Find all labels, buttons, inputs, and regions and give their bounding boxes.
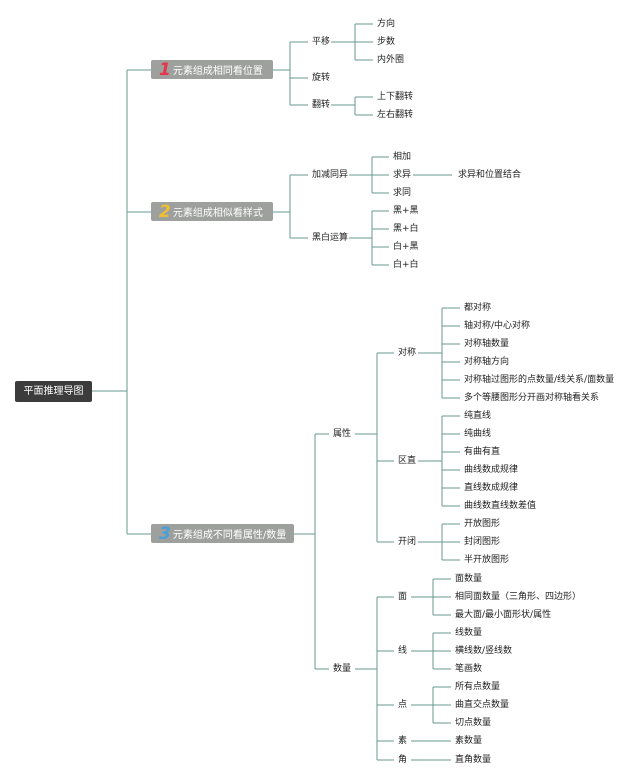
node-bushu[interactable]: 步数 <box>377 37 396 47</box>
branch-1-label: 元素组成相同看位置 <box>172 66 263 77</box>
node-xian-3[interactable]: 笔画数 <box>455 664 483 674</box>
root-node[interactable]: 平面推理导图 <box>15 381 92 402</box>
branch-2-number: 2 <box>159 202 171 222</box>
node-xian-1[interactable]: 线数量 <box>455 628 483 638</box>
node-quzhi-3[interactable]: 有曲有直 <box>464 447 501 457</box>
branch-3-label: 元素组成不同看属性/数量 <box>172 530 287 541</box>
node-duicheng-5[interactable]: 对称轴过图形的点数量/线关系/面数量 <box>464 375 615 385</box>
node-qiutong[interactable]: 求同 <box>393 188 412 198</box>
node-quzhi-2[interactable]: 纯曲线 <box>464 429 492 439</box>
node-kaibi-2[interactable]: 封闭图形 <box>464 537 501 547</box>
branch-3-number: 3 <box>159 524 171 544</box>
node-duicheng-4[interactable]: 对称轴方向 <box>464 357 510 367</box>
node-pingyi[interactable]: 平移 <box>312 37 331 47</box>
node-duicheng-1[interactable]: 都对称 <box>464 303 492 313</box>
node-quzhi-1[interactable]: 纯直线 <box>464 411 492 421</box>
node-xian-2[interactable]: 横线数/竖线数 <box>455 646 513 656</box>
node-quzhi-6[interactable]: 曲线数直线数差值 <box>464 501 537 511</box>
node-mian-1[interactable]: 面数量 <box>455 574 483 584</box>
node-fangxiang[interactable]: 方向 <box>377 19 396 29</box>
node-kaibi[interactable]: 开闭 <box>398 537 417 547</box>
node-quzhi[interactable]: 区直 <box>398 456 417 466</box>
node-duicheng[interactable]: 对称 <box>398 348 417 358</box>
node-qiuyi[interactable]: 求异 <box>393 170 412 180</box>
node-xuanzhuan[interactable]: 旋转 <box>312 73 331 83</box>
node-heibaiyunsuan[interactable]: 黑白运算 <box>312 233 349 243</box>
node-mian-2[interactable]: 相同面数量（三角形、四边形） <box>455 592 582 602</box>
node-duicheng-3[interactable]: 对称轴数量 <box>464 339 510 349</box>
node-jiao-1[interactable]: 直角数量 <box>455 755 492 765</box>
node-neiwaiquan[interactable]: 内外圈 <box>377 55 405 65</box>
node-shuliang[interactable]: 数量 <box>333 664 352 674</box>
node-quzhi-4[interactable]: 曲线数成规律 <box>464 465 519 475</box>
node-duicheng-6[interactable]: 多个等腰图形分开画对称轴看关系 <box>464 393 600 403</box>
node-xiangjia[interactable]: 相加 <box>393 152 412 162</box>
node-kaibi-1[interactable]: 开放图形 <box>464 519 501 529</box>
node-baihei[interactable]: 白+黑 <box>393 242 419 252</box>
node-su[interactable]: 素 <box>398 736 408 746</box>
branch-1-number: 1 <box>159 60 171 80</box>
node-kaibi-3[interactable]: 半开放图形 <box>464 555 510 565</box>
branch-2-label: 元素组成相似看样式 <box>172 208 263 219</box>
node-xian[interactable]: 线 <box>398 646 408 656</box>
node-su-1[interactable]: 素数量 <box>455 736 483 746</box>
node-mian-3[interactable]: 最大面/最小面形状/属性 <box>455 610 552 620</box>
node-duicheng-2[interactable]: 轴对称/中心对称 <box>464 321 531 331</box>
node-dian-2[interactable]: 曲直交点数量 <box>455 700 510 710</box>
node-dian-3[interactable]: 切点数量 <box>455 718 492 728</box>
node-baibai[interactable]: 白+白 <box>393 260 419 270</box>
node-quzhi-5[interactable]: 直线数成规律 <box>464 483 519 493</box>
node-heibai[interactable]: 黑+白 <box>393 224 419 234</box>
node-fanzhuan[interactable]: 翻转 <box>312 100 331 110</box>
node-shuxing[interactable]: 属性 <box>333 429 352 439</box>
node-zuoyoufanzhuan[interactable]: 左右翻转 <box>377 110 414 120</box>
node-shangxiafanzhuan[interactable]: 上下翻转 <box>377 92 414 102</box>
node-dian-1[interactable]: 所有点数量 <box>455 682 501 692</box>
node-qiuyi-note[interactable]: 求异和位置结合 <box>458 170 522 180</box>
node-jiao[interactable]: 角 <box>398 755 408 765</box>
node-mian[interactable]: 面 <box>398 592 408 602</box>
node-jiajiantongyi[interactable]: 加减同异 <box>312 170 349 180</box>
node-heihei[interactable]: 黑+黑 <box>393 206 419 216</box>
node-dian[interactable]: 点 <box>398 700 408 710</box>
